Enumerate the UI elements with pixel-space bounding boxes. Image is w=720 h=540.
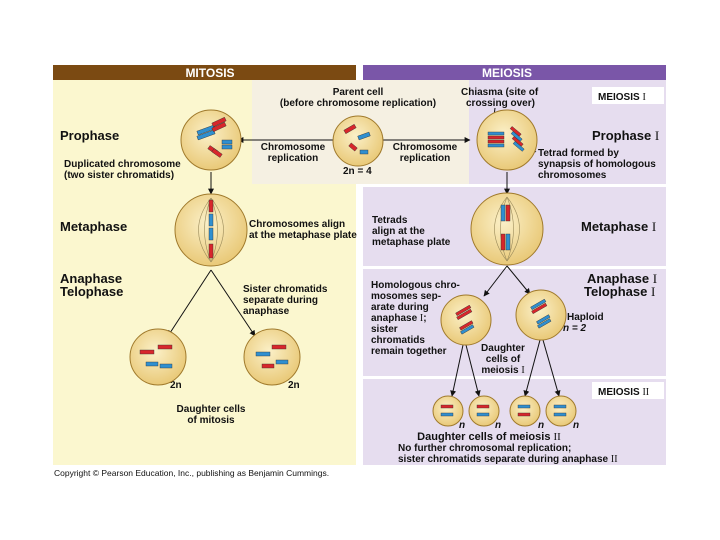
tetrad-label-1: Tetrad formed by: [538, 148, 619, 159]
arrow-mei-right: [506, 265, 531, 295]
chiasma-label-2: crossing over): [466, 98, 535, 109]
no-further-label-2: sister chromatids separate during anapha…: [398, 454, 618, 465]
haploid-label-2: n = 2: [563, 323, 587, 334]
arrow-mit-left: [167, 269, 212, 337]
homologous-label-6: chromatids: [371, 335, 425, 346]
meiosis-1-tag-box: [592, 87, 664, 104]
chrom-rep-left-2: replication: [268, 153, 319, 164]
two-n-label-right: 2n: [288, 380, 300, 391]
meiosis-1-tag: MEIOSIS I: [598, 92, 646, 103]
parent-cell-sublabel: (before chromosome replication): [280, 98, 436, 109]
arrow-mit-right: [210, 269, 256, 337]
meiosis-separator-1: [363, 184, 666, 187]
tetrad-label-3: chromosomes: [538, 170, 607, 181]
daughter-mitosis-label-1: Daughter cells: [177, 404, 246, 415]
n-label-3: n: [538, 420, 544, 431]
no-further-label-1: No further chromosomal replication;: [398, 443, 571, 454]
mitosis-header-bar: [53, 65, 356, 80]
daughter-mitosis-label-2: of mitosis: [187, 415, 235, 426]
chrom-rep-right-1: Chromosome: [393, 142, 458, 153]
dup-chrom-label-1: Duplicated chromosome: [64, 159, 181, 170]
meiosis-2-tag-box: [592, 382, 664, 399]
tetrads-align-label-1: Tetrads: [372, 215, 408, 226]
meiosis-separator-2: [363, 266, 666, 269]
meiosis-1-daughter-chromosomes: [455, 298, 552, 335]
mitosis-anaphase-label: Anaphase: [60, 271, 122, 286]
mitosis-daughter-left: [129, 328, 187, 386]
sister-sep-label-2: separate during: [243, 295, 318, 306]
n-label-1: n: [459, 420, 465, 431]
daughter-m1-label-2: cells of: [486, 354, 521, 365]
arrow-m2-1: [450, 344, 464, 397]
chrom-align-label-1: Chromosomes align: [249, 219, 345, 230]
meiosis-2-tag: MEIOSIS II: [598, 387, 649, 398]
meiosis-2-daughter-1: [432, 395, 464, 427]
chromosome-red: [343, 123, 357, 135]
haploid-label-1: Haploid: [567, 312, 604, 323]
meiosis-metaphase-tetrads: [500, 204, 511, 251]
parent-cell: [332, 115, 384, 167]
mitosis-header: MITOSIS: [185, 66, 234, 80]
meiosis-2-daughter-4: [545, 395, 577, 427]
mitosis-telophase-label: Telophase: [60, 284, 123, 299]
arrow-m2-2: [465, 344, 481, 397]
tetrads-align-label-2: align at the: [372, 226, 425, 237]
meiosis-anaphase-label: Anaphase I: [587, 271, 657, 286]
chromosome-blue: [357, 131, 371, 141]
parent-cell-label: Parent cell: [333, 87, 384, 98]
chromosome-red: [348, 142, 358, 152]
meiosis-prophase-label: Prophase I: [592, 128, 659, 143]
n-label-4: n: [573, 420, 579, 431]
meiosis-prophase-cell: [476, 109, 538, 171]
chromosome-blue: [359, 149, 369, 155]
meiosis-header: MEIOSIS: [482, 66, 532, 80]
mitosis-metaphase-label: Metaphase: [60, 219, 127, 234]
chiasma-label-1: Chiasma (site of: [461, 87, 539, 98]
arrow-mei-left: [483, 265, 508, 297]
meiosis-prophase-tetrads: [487, 126, 525, 152]
meiosis-2-daughter-3: [509, 395, 541, 427]
meiosis-telophase-label: Telophase I: [584, 284, 655, 299]
meiosis-metaphase-cell: [470, 192, 544, 266]
mitosis-prophase-label: Prophase: [60, 128, 119, 143]
meiosis-metaphase-label: Metaphase I: [581, 219, 656, 234]
meiosis-separator-3: [363, 376, 666, 379]
homologous-label-2: mosomes sep-: [371, 291, 441, 302]
chrom-rep-right-2: replication: [400, 153, 451, 164]
meiosis-1-daughter-left: [440, 294, 492, 346]
arrow-m2-3: [523, 339, 541, 397]
cells: [129, 109, 577, 427]
chromosomes: [139, 116, 567, 417]
sister-sep-label-1: Sister chromatids: [243, 284, 328, 295]
chrom-align-label-2: at the metaphase plate: [249, 230, 357, 241]
two-n-four-label: 2n = 4: [343, 166, 372, 177]
homologous-label-5: sister: [371, 324, 398, 335]
chrom-rep-left-1: Chromosome: [261, 142, 326, 153]
meiosis-header-bar: [363, 65, 666, 80]
homologous-label-1: Homologous chro-: [371, 280, 460, 291]
arrows: [167, 107, 561, 397]
mitosis-metaphase-chromosomes: [208, 199, 214, 259]
daughter-m1-label-3: meiosis I: [481, 365, 524, 376]
n-label-2: n: [495, 420, 501, 431]
homologous-label-4: anaphase I;: [371, 313, 427, 324]
mitosis-daughter-chromosomes: [139, 344, 289, 369]
tetrads-align-label-3: metaphase plate: [372, 237, 451, 248]
two-n-label-left: 2n: [170, 380, 182, 391]
dup-chrom-label-2: (two sister chromatids): [64, 170, 174, 181]
daughter-m2-label: Daughter cells of meiosis II: [417, 431, 561, 443]
tetrad-label-2: synapsis of homologous: [538, 159, 656, 170]
daughter-m1-label-1: Daughter: [481, 343, 525, 354]
sister-sep-label-3: anaphase: [243, 306, 290, 317]
copyright: Copyright © Pearson Education, Inc., pub…: [54, 468, 330, 478]
arrow-m2-4: [542, 339, 561, 397]
meiosis-2-daughter-chromosomes: [440, 404, 567, 417]
mitosis-daughter-right: [243, 328, 301, 386]
mitosis-prophase-chromosomes: [196, 116, 233, 158]
homologous-label-3: arate during: [371, 302, 429, 313]
homologous-label-7: remain together: [371, 346, 447, 357]
meiosis-1-daughter-right: [515, 289, 567, 341]
meiosis-2-daughter-2: [468, 395, 500, 427]
